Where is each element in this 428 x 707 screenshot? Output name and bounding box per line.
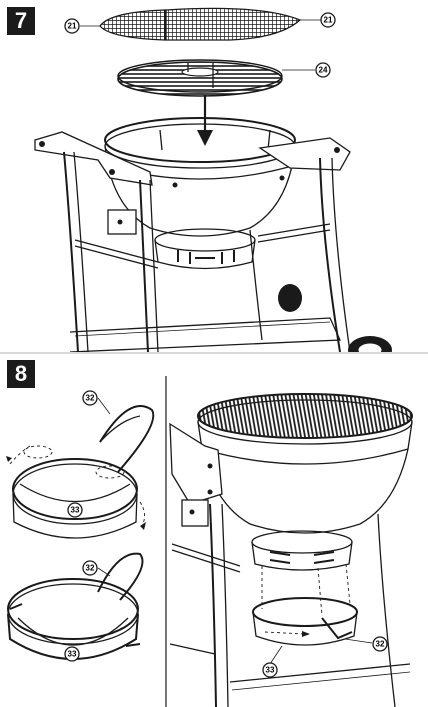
step-8-illustration: 32 33 32 33 bbox=[6, 376, 413, 707]
step-7-number: 7 bbox=[7, 7, 35, 35]
svg-text:32: 32 bbox=[86, 394, 95, 403]
half-grate-left bbox=[99, 9, 166, 41]
callout-32-top-left: 32 bbox=[82, 390, 111, 415]
charcoal-grate bbox=[117, 59, 283, 97]
grill-cart-frame bbox=[34, 131, 392, 352]
ash-pan-assembled bbox=[7, 552, 144, 660]
callout-33-bottom-left: 33 bbox=[64, 646, 80, 662]
callout-33-right: 33 bbox=[262, 645, 283, 678]
step-8-number: 8 bbox=[7, 360, 35, 388]
svg-text:21: 21 bbox=[68, 22, 77, 31]
callout-24: 24 bbox=[282, 62, 331, 78]
ash-ring-rotate bbox=[6, 405, 155, 539]
svg-text:32: 32 bbox=[86, 564, 95, 573]
grill-base bbox=[154, 228, 256, 270]
svg-text:33: 33 bbox=[68, 650, 77, 659]
svg-text:21: 21 bbox=[324, 16, 333, 25]
svg-text:24: 24 bbox=[319, 66, 328, 75]
svg-text:33: 33 bbox=[71, 506, 80, 515]
grill-with-ash-pan bbox=[169, 393, 413, 707]
half-grate-right bbox=[165, 7, 302, 41]
step-8-panel: 8 32 bbox=[0, 352, 428, 707]
callout-32-bottom-left: 32 bbox=[82, 560, 111, 577]
callout-21-left: 21 bbox=[64, 18, 100, 34]
svg-text:33: 33 bbox=[266, 666, 275, 675]
callout-32-right: 32 bbox=[344, 636, 388, 652]
step-7-panel: 7 21 21 bbox=[0, 0, 428, 352]
callout-21-right: 21 bbox=[300, 12, 336, 28]
callout-33-top-left: 33 bbox=[67, 502, 83, 518]
svg-text:32: 32 bbox=[376, 640, 385, 649]
step-7-illustration: 21 21 24 bbox=[34, 7, 392, 352]
insert-arrow bbox=[197, 95, 213, 146]
